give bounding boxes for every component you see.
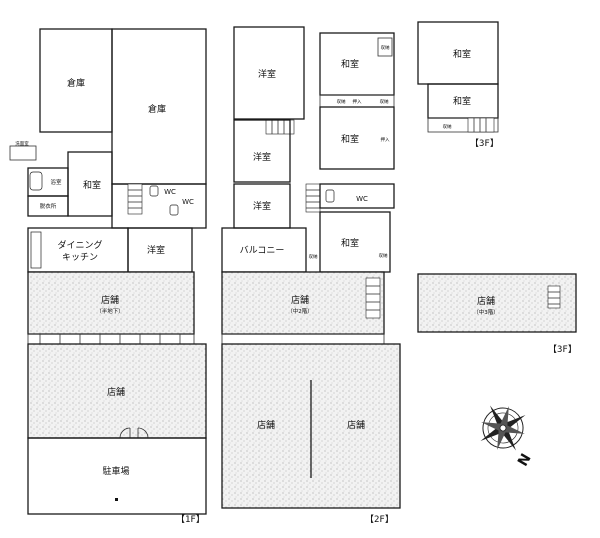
shop-mezz-label: 店舗	[291, 294, 309, 306]
closet-d-label: 収納	[380, 98, 389, 105]
japanese-bottom-3f-label: 和室	[453, 95, 471, 107]
shop-lower-label: 店舗	[107, 386, 125, 398]
western-mid-label: 洋室	[253, 151, 271, 163]
compass-north-label: N	[515, 451, 535, 469]
wc-bottom-label: WC	[182, 198, 194, 206]
japanese-top-label: 和室	[341, 58, 359, 70]
pillar-mark	[115, 498, 118, 501]
japanese-mid-2f	[319, 106, 395, 170]
japanese-1f-label: 和室	[83, 179, 101, 191]
step-band-2f	[221, 333, 385, 345]
storage-right-label: 倉庫	[148, 103, 166, 115]
closet-row-3f	[427, 117, 499, 133]
closet-a	[377, 37, 393, 57]
dressing-label: 脱衣所	[40, 202, 57, 210]
western-mid-2f	[233, 119, 291, 183]
floor-1f-tag: 【1F】	[176, 514, 205, 525]
floor-3f-tag: 【3F】	[470, 138, 499, 149]
floor-1f: 倉庫 倉庫 洗面室 浴室 脱衣所 和室 WC WC ダ	[9, 28, 207, 525]
shop-right-label: 店舗	[347, 419, 365, 431]
closet-3f-label: 収納	[443, 123, 452, 130]
shop-upper-note: （半地下）	[96, 307, 124, 315]
toilet-fixture-2	[169, 204, 179, 216]
storage-left-label: 倉庫	[67, 77, 85, 89]
parking-label: 駐車場	[102, 465, 129, 477]
floor-3f: 和室 和室 収納 【3F】 店舗 （中3階） 【3F】	[417, 21, 577, 355]
step-band-1f	[27, 333, 195, 345]
dining-label-line1: ダイニング	[57, 239, 102, 251]
dining-label-line2: キッチン	[62, 252, 98, 263]
washroom-corner-label: 洗面室	[15, 140, 29, 147]
japanese-low-label: 和室	[341, 237, 359, 249]
bath-label: 浴室	[50, 178, 62, 186]
closet-h-label: 収納	[379, 252, 388, 259]
western-1f-label: 洋室	[147, 244, 165, 256]
shop-3f-label: 店舗	[477, 295, 495, 307]
shop-mezz-note: （中2階）	[287, 307, 313, 315]
western-low-label: 洋室	[253, 200, 271, 212]
closet-g-label: 収納	[309, 253, 318, 260]
closet-a-label: 収納	[381, 44, 390, 51]
closet-c-label: 押入	[353, 98, 362, 105]
japanese-top-3f-label: 和室	[453, 48, 471, 60]
washroom-corner-area	[9, 145, 37, 161]
shop-mezzanine-2f	[221, 271, 385, 335]
kitchen-counter	[30, 231, 42, 269]
stair-3f	[467, 117, 495, 133]
stair-2f-shop	[365, 277, 381, 319]
japanese-mid-label: 和室	[341, 133, 359, 145]
toilet-fixture-1	[149, 185, 159, 197]
toilet-fixture-2f	[325, 189, 335, 203]
bathtub-fixture	[29, 171, 43, 191]
entrance-doors-1f	[119, 427, 149, 439]
parking-area	[27, 437, 207, 515]
balcony-label: バルコニー	[240, 245, 285, 256]
wc-top-label: WC	[164, 188, 176, 196]
stair-2f-mid	[305, 183, 321, 213]
wc-2f	[319, 183, 395, 209]
closet-f-label: 押入	[381, 136, 390, 143]
closet-b-label: 収納	[337, 98, 346, 105]
floor-2f: 洋室 和室 収納 収納 押入 収納 和室 押入 洋室 洋室	[221, 26, 401, 525]
compass-rose	[480, 405, 526, 451]
floor-3f-shop-tag: 【3F】	[548, 344, 577, 355]
floor-2f-tag: 【2F】	[365, 514, 394, 525]
western-top-label: 洋室	[258, 68, 276, 80]
shop-lower-1f	[27, 343, 207, 439]
shop-left-label: 店舗	[257, 419, 275, 431]
western-top-2f	[233, 26, 305, 120]
stair-3f-shop	[547, 285, 561, 309]
shop-upper-label: 店舗	[101, 294, 119, 306]
shop-3f-note: （中3階）	[473, 308, 499, 316]
wc-2f-label: WC	[356, 195, 368, 203]
wc-corridor-1f	[111, 183, 207, 229]
stair-1f	[127, 183, 143, 215]
